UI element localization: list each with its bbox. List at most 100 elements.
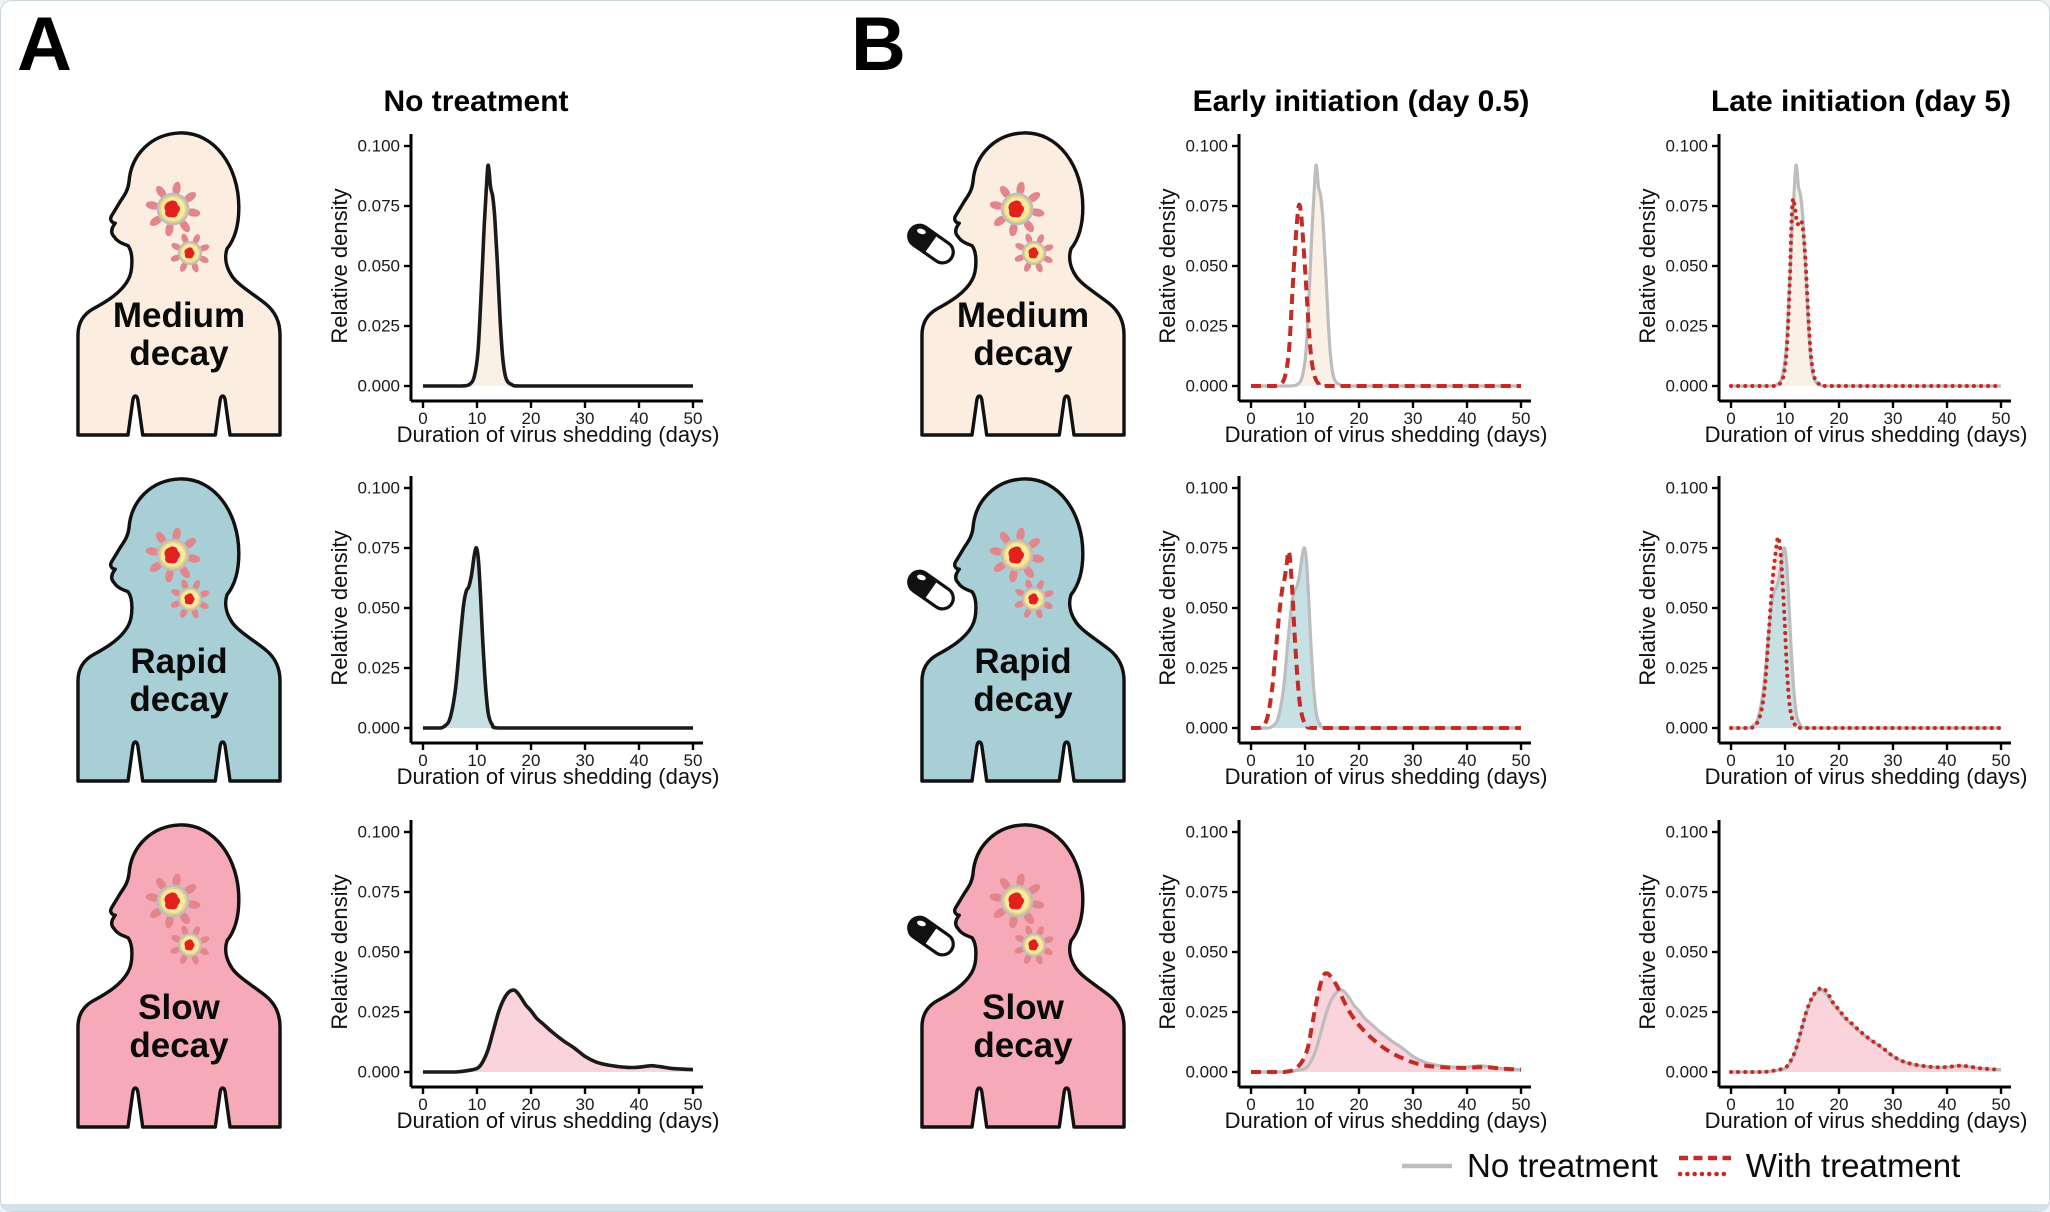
x-tick-label: 20 (1350, 1095, 1369, 1114)
y-tick-label: 0.025 (357, 317, 400, 336)
x-tick-label: 40 (630, 1095, 649, 1114)
x-tick-label: 0 (418, 751, 427, 770)
y-tick-label: 0.000 (1185, 1063, 1228, 1082)
x-tick-label: 40 (1938, 409, 1957, 428)
y-tick-label: 0.050 (1185, 943, 1228, 962)
x-tick-label: 30 (576, 1095, 595, 1114)
y-tick-label: 0.025 (1185, 1003, 1228, 1022)
y-tick-label: 0.000 (357, 377, 400, 396)
y-axis-label: Relative density (1155, 188, 1180, 343)
y-tick-label: 0.050 (1665, 943, 1708, 962)
y-tick-label: 0.075 (357, 539, 400, 558)
y-tick-label: 0.100 (357, 823, 400, 842)
virus-icon (989, 181, 1045, 237)
area-fill-no-treatment (1251, 165, 1521, 386)
curve-with-treatment (1251, 549, 1521, 730)
x-tick-label: 10 (468, 751, 487, 770)
legend-label-no-treatment: No treatment (1467, 1147, 1658, 1184)
x-tick-label: 10 (1296, 409, 1315, 428)
y-tick-label: 0.000 (357, 1063, 400, 1082)
x-tick-label: 50 (684, 751, 703, 770)
y-tick-label: 0.050 (357, 599, 400, 618)
area-fill-no-treatment (423, 547, 693, 728)
x-tick-label: 30 (1404, 409, 1423, 428)
curve-with-treatment (1251, 202, 1521, 388)
area-fill-no-treatment (423, 990, 693, 1072)
pill-icon (907, 223, 955, 265)
virus-icon (170, 233, 210, 273)
y-tick-label: 0.025 (1665, 659, 1708, 678)
panel-a-label: A (17, 2, 72, 87)
y-tick-label: 0.000 (1665, 1063, 1708, 1082)
x-tick-label: 20 (1830, 1095, 1849, 1114)
x-tick-label: 10 (1776, 409, 1795, 428)
virus-icon (145, 527, 201, 583)
y-tick-label: 0.025 (1185, 659, 1228, 678)
legend-item-no-treatment: No treatment (1399, 1147, 1658, 1185)
x-axis-label: Duration of virus shedding (days) (1705, 422, 2028, 447)
x-tick-label: 20 (522, 751, 541, 770)
y-tick-label: 0.025 (1185, 317, 1228, 336)
y-tick-label: 0.050 (1665, 257, 1708, 276)
virus-icon (1014, 233, 1054, 273)
x-tick-label: 50 (684, 1095, 703, 1114)
x-tick-label: 40 (630, 751, 649, 770)
y-tick-label: 0.075 (1665, 883, 1708, 902)
x-axis-label: Duration of virus shedding (days) (1225, 764, 1548, 789)
area-fill-no-treatment (423, 165, 693, 386)
area-fill-no-treatment (1731, 990, 2001, 1072)
y-tick-label: 0.100 (1185, 479, 1228, 498)
y-tick-label: 0.075 (1665, 197, 1708, 216)
x-tick-label: 10 (1776, 751, 1795, 770)
y-axis-label: Relative density (327, 530, 352, 685)
x-tick-label: 10 (1296, 1095, 1315, 1114)
y-axis-label: Relative density (1635, 188, 1660, 343)
y-tick-label: 0.000 (1185, 719, 1228, 738)
y-tick-label: 0.050 (1185, 257, 1228, 276)
column-title-early-initiation: Early initiation (day 0.5) (1192, 85, 1530, 118)
x-tick-label: 40 (1458, 751, 1477, 770)
x-axis-label: Duration of virus shedding (days) (1225, 422, 1548, 447)
x-axis-label: Duration of virus shedding (days) (397, 764, 720, 789)
column-title-no-treatment: No treatment (383, 85, 569, 118)
legend: No treatment With treatment (1399, 1147, 1960, 1185)
y-tick-label: 0.050 (357, 943, 400, 962)
x-axis-label: Duration of virus shedding (days) (1225, 1108, 1548, 1133)
x-tick-label: 30 (1884, 409, 1903, 428)
y-tick-label: 0.100 (1665, 137, 1708, 156)
x-tick-label: 30 (1884, 1095, 1903, 1114)
curve-no-treatment (423, 545, 693, 730)
y-tick-label: 0.025 (357, 1003, 400, 1022)
virus-icon (989, 527, 1045, 583)
y-axis-label: Relative density (1635, 530, 1660, 685)
person-silhouette (920, 823, 1126, 1129)
curve-no-treatment (423, 163, 693, 388)
y-tick-label: 0.075 (1185, 197, 1228, 216)
x-tick-label: 20 (522, 409, 541, 428)
x-tick-label: 10 (1776, 1095, 1795, 1114)
area-fill-no-treatment (1731, 547, 2001, 728)
x-tick-label: 20 (1830, 409, 1849, 428)
y-axis-label: Relative density (1155, 874, 1180, 1029)
y-tick-label: 0.100 (357, 479, 400, 498)
y-tick-label: 0.075 (1185, 539, 1228, 558)
virus-icon (170, 925, 210, 965)
area-fill-no-treatment (1251, 990, 1521, 1072)
